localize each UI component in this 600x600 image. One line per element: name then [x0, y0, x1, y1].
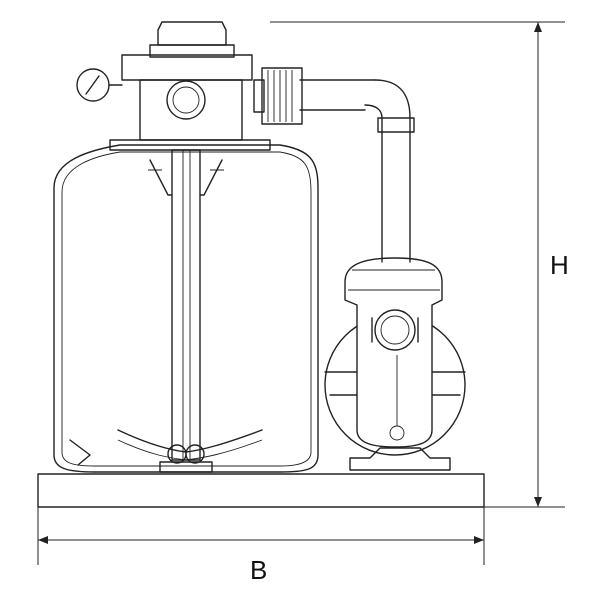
height-label: H	[550, 250, 569, 280]
pump	[324, 257, 466, 471]
dimension-width	[37, 507, 485, 565]
width-label: B	[250, 555, 268, 585]
base-plate	[37, 473, 485, 508]
filter-tank	[53, 144, 319, 473]
dimension-height	[270, 21, 565, 508]
multiport-valve	[76, 21, 271, 151]
connecting-pipe	[253, 67, 415, 263]
